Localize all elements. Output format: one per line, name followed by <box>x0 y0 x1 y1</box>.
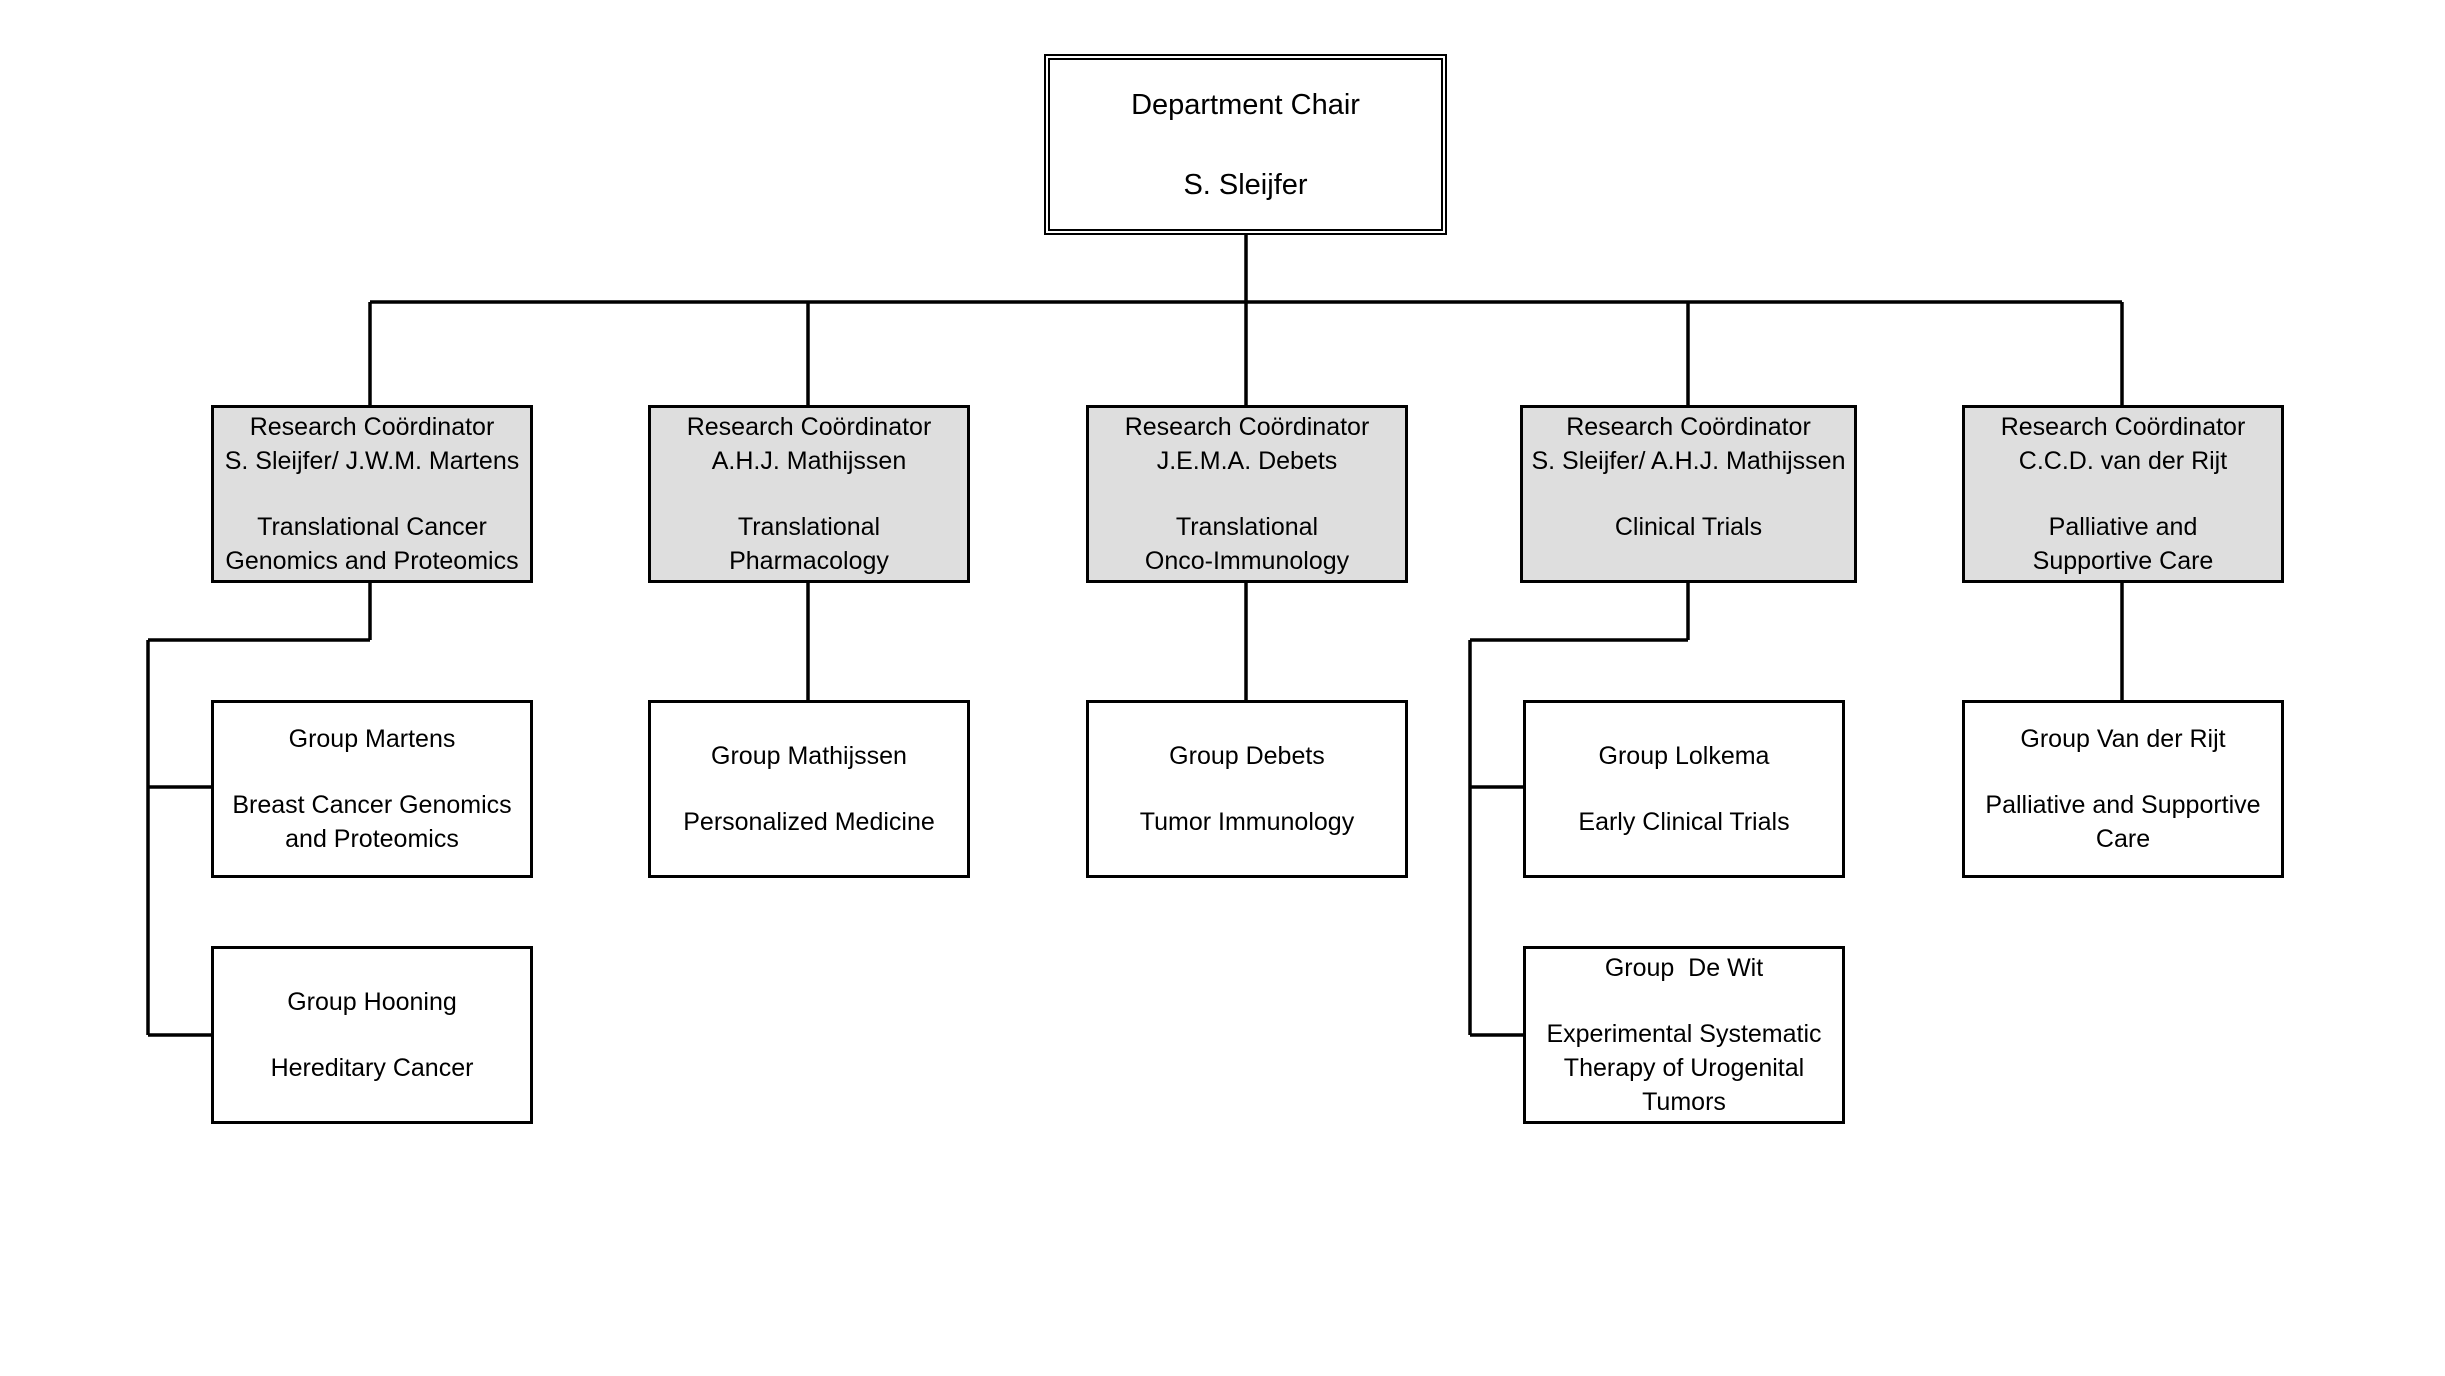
group-name: Group Van der Rijt <box>2020 725 2226 753</box>
coordinator-names: C.C.D. van der Rijt <box>2018 447 2228 475</box>
group-topic: Therapy of Urogenital <box>1563 1054 1805 1082</box>
coordinator-box-palliative: Research Coördinator C.C.D. van der Rijt… <box>1962 405 2284 583</box>
group-name: Group Lolkema <box>1598 742 1770 770</box>
coordinator-area: Translational <box>737 513 881 541</box>
group-topic: Breast Cancer Genomics <box>232 791 512 819</box>
coordinator-role: Research Coördinator <box>1124 413 1370 441</box>
group-topic: Tumor Immunology <box>1139 808 1355 836</box>
coordinator-names: S. Sleijfer/ J.W.M. Martens <box>224 447 520 475</box>
chair-title: Department Chair <box>1131 88 1360 121</box>
coordinator-role: Research Coördinator <box>1566 413 1811 441</box>
department-chair-box: Department Chair S. Sleijfer <box>1044 54 1447 235</box>
coordinator-area: Clinical Trials <box>1614 513 1763 541</box>
coordinator-area: Supportive Care <box>2032 547 2214 575</box>
coordinator-area: Genomics and Proteomics <box>225 547 519 575</box>
group-topic: and Proteomics <box>285 825 459 853</box>
group-topic: Personalized Medicine <box>683 808 935 836</box>
group-name: Group Mathijssen <box>711 742 907 770</box>
group-box-van-der-rijt: Group Van der Rijt Palliative and Suppor… <box>1962 700 2284 878</box>
group-box-de-wit: Group De Wit Experimental Systematic The… <box>1523 946 1845 1124</box>
group-name: Group Martens <box>288 725 456 753</box>
group-topic: Tumors <box>1642 1088 1726 1116</box>
coordinator-box-immunology: Research Coördinator J.E.M.A. Debets Tra… <box>1086 405 1408 583</box>
coordinator-area: Onco-Immunology <box>1144 547 1350 575</box>
chair-name: S. Sleijfer <box>1183 168 1308 201</box>
coordinator-area: Palliative and <box>2048 513 2198 541</box>
coordinator-names: S. Sleijfer/ A.H.J. Mathijssen <box>1531 447 1846 475</box>
coordinator-role: Research Coördinator <box>686 413 932 441</box>
coordinator-area: Pharmacology <box>729 547 889 575</box>
group-topic: Care <box>2095 825 2151 853</box>
coordinator-names: J.E.M.A. Debets <box>1156 447 1338 475</box>
coordinator-role: Research Coördinator <box>2000 413 2246 441</box>
group-box-lolkema: Group Lolkema Early Clinical Trials <box>1523 700 1845 878</box>
coordinator-box-pharmacology: Research Coördinator A.H.J. Mathijssen T… <box>648 405 970 583</box>
group-name: Group De Wit <box>1604 954 1764 982</box>
group-topic: Hereditary Cancer <box>270 1054 474 1082</box>
coordinator-area: Translational Cancer <box>257 513 487 541</box>
group-box-hooning: Group Hooning Hereditary Cancer <box>211 946 533 1124</box>
coordinator-area: Translational <box>1175 513 1319 541</box>
group-box-debets: Group Debets Tumor Immunology <box>1086 700 1408 878</box>
coordinator-names: A.H.J. Mathijssen <box>711 447 907 475</box>
group-box-martens: Group Martens Breast Cancer Genomics and… <box>211 700 533 878</box>
coordinator-role: Research Coördinator <box>249 413 495 441</box>
coordinator-box-genomics: Research Coördinator S. Sleijfer/ J.W.M.… <box>211 405 533 583</box>
group-topic: Early Clinical Trials <box>1578 808 1790 836</box>
group-box-mathijssen: Group Mathijssen Personalized Medicine <box>648 700 970 878</box>
group-topic: Experimental Systematic <box>1546 1020 1822 1048</box>
coordinator-box-clinical-trials: Research Coördinator S. Sleijfer/ A.H.J.… <box>1520 405 1857 583</box>
group-name: Group Debets <box>1169 742 1325 770</box>
group-name: Group Hooning <box>287 988 457 1016</box>
group-topic: Palliative and Supportive <box>1985 791 2261 819</box>
